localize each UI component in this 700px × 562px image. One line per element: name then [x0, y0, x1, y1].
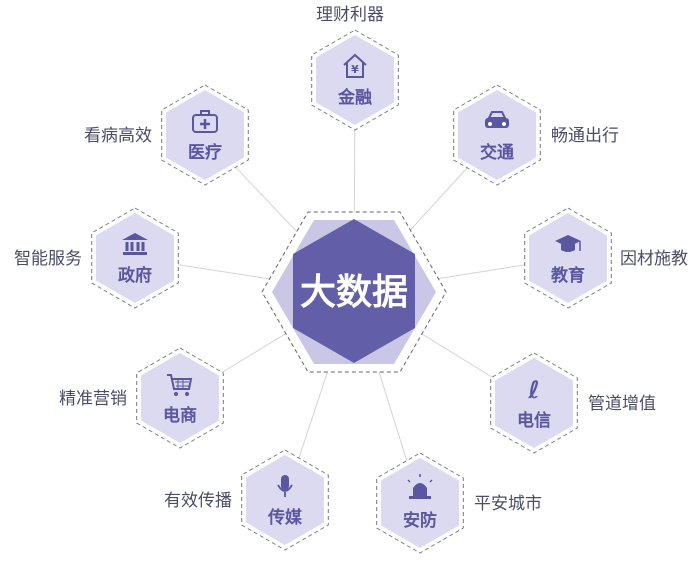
node-media: 传媒 有效传播: [164, 449, 329, 551]
shopping-cart-icon: [167, 374, 193, 396]
node-caption: 智能服务: [14, 249, 82, 269]
node-label: 金融: [337, 87, 372, 108]
node-caption: 畅通出行: [551, 126, 619, 146]
node-label: 政府: [118, 265, 152, 286]
node-caption: 管道增值: [588, 394, 656, 414]
telecom-logo-icon: ℓ: [527, 376, 539, 404]
car-icon: [485, 111, 509, 128]
node-medical: 医疗 看病高效: [84, 84, 249, 186]
node-fill-hex: [529, 213, 607, 303]
node-security: 安防 平安城市: [376, 452, 542, 554]
medical-kit-icon: [192, 110, 218, 133]
node-label: 安防: [403, 510, 437, 531]
node-caption: 理财利器: [316, 5, 384, 25]
node-caption: 因材施教: [620, 249, 688, 269]
node-label: 电商: [163, 405, 197, 426]
node-caption: 平安城市: [474, 494, 542, 514]
node-label: 教育: [550, 265, 585, 286]
node-transport: 交通 畅通出行: [453, 84, 619, 186]
node-fill-hex: [495, 358, 573, 448]
house-yen-icon: ¥: [343, 53, 367, 78]
svg-text:ℓ: ℓ: [527, 376, 539, 404]
svg-text:¥: ¥: [351, 63, 359, 76]
node-ecommerce: 电商 精准营销: [59, 347, 224, 449]
alarm-light-icon: [407, 474, 433, 499]
node-government: 政府 智能服务: [14, 207, 179, 309]
node-caption: 有效传播: [164, 491, 232, 511]
node-fill-hex: [166, 90, 244, 180]
graduation-cap-icon: [555, 235, 581, 252]
center-dark-hex: [293, 219, 415, 363]
center-label: 大数据: [300, 272, 408, 313]
node-label: 交通: [480, 142, 514, 163]
node-fill-hex: [96, 213, 174, 303]
center-hub: 大数据: [261, 211, 447, 373]
node-finance: ¥ 金融 理财利器: [311, 5, 399, 131]
node-fill-hex: [381, 458, 459, 548]
node-telecom: ℓ 电信 管道增值: [490, 352, 656, 454]
node-fill-hex: [458, 90, 536, 180]
node-label: 医疗: [188, 142, 222, 163]
microphone-icon: [277, 475, 293, 497]
government-building-icon: [122, 233, 148, 255]
node-fill-hex: [246, 455, 324, 545]
node-fill-hex: [316, 35, 394, 125]
node-label: 传媒: [267, 507, 303, 528]
node-label: 电信: [517, 410, 551, 431]
node-education: 教育 因材施教: [524, 207, 688, 309]
node-fill-hex: [141, 353, 219, 443]
node-caption: 看病高效: [84, 126, 152, 146]
node-caption: 精准营销: [59, 389, 127, 409]
